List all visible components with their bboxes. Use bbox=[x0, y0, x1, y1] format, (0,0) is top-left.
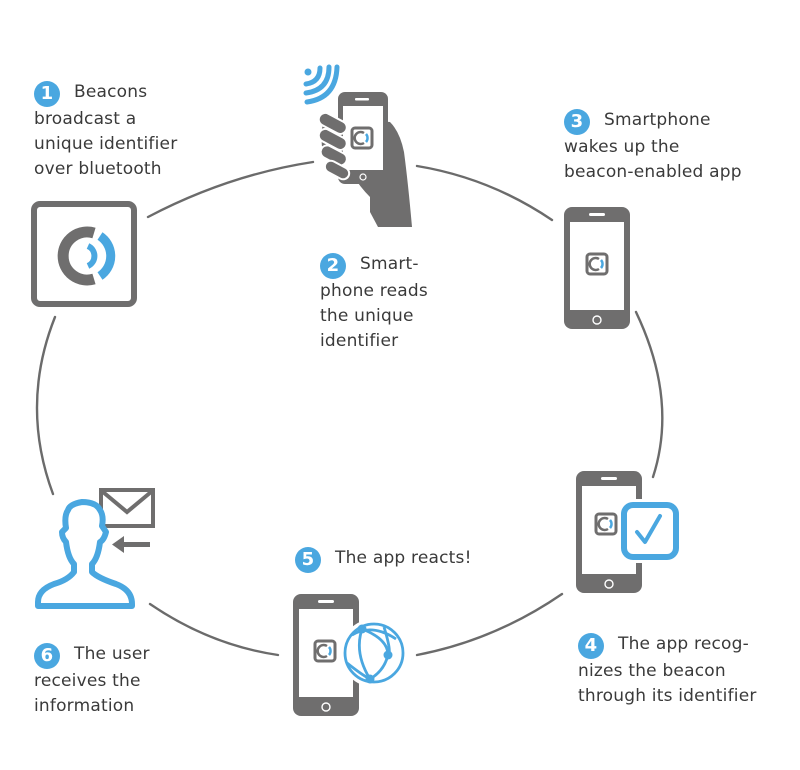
step-5-line: The app reacts! bbox=[335, 548, 472, 568]
envelope-icon bbox=[99, 488, 155, 528]
connector-5-to-6 bbox=[148, 602, 280, 657]
step-4-line: The app recog- bbox=[618, 634, 749, 654]
step-badge-6: 6 bbox=[34, 643, 60, 669]
step-3-line: wakes up the bbox=[564, 137, 680, 157]
step-badge-5: 5 bbox=[295, 547, 321, 573]
step-1-line: unique identifier bbox=[34, 134, 178, 154]
step-4-line: through its identifier bbox=[578, 686, 757, 706]
step-4-text: 4 The app recog- nizes the beacon through… bbox=[578, 632, 757, 709]
step-2-text: 2 Smart- phone reads the unique identifie… bbox=[320, 252, 428, 354]
step-6-line: receives the bbox=[34, 671, 141, 691]
step-3-line: beacon-enabled app bbox=[564, 162, 742, 182]
arrow-left-icon bbox=[112, 536, 150, 553]
connector-2-to-3 bbox=[415, 164, 554, 222]
step-1-line: broadcast a bbox=[34, 109, 137, 129]
hand-holding-phone-icon bbox=[303, 64, 412, 227]
signal-waves-icon bbox=[303, 64, 340, 105]
step-2-line: the unique bbox=[320, 306, 414, 326]
step-2-line: phone reads bbox=[320, 281, 428, 301]
connector-6-to-1 bbox=[35, 315, 57, 496]
step-1-line: Beacons bbox=[74, 82, 148, 102]
step-1-text: 1 Beacons broadcast a unique identifier o… bbox=[34, 80, 177, 182]
step-badge-4: 4 bbox=[578, 633, 604, 659]
step-badge-3: 3 bbox=[564, 109, 590, 135]
step-2-line: identifier bbox=[320, 331, 399, 351]
step-6-line: information bbox=[34, 696, 135, 716]
step-5-text: 5 The app reacts! bbox=[295, 546, 472, 573]
step-badge-2: 2 bbox=[320, 253, 346, 279]
step-4-line: nizes the beacon bbox=[578, 661, 726, 681]
user-receives-mail-icon bbox=[35, 488, 155, 609]
step-badge-1: 1 bbox=[34, 81, 60, 107]
connector-3-to-4 bbox=[634, 310, 664, 479]
smartphone-checkmark-icon bbox=[576, 471, 682, 593]
step-2-line: Smart- bbox=[360, 254, 419, 274]
step-3-text: 3 Smartphone wakes up the beacon-enabled … bbox=[564, 108, 742, 185]
smartphone-icon bbox=[564, 207, 630, 329]
smartphone-network-globe-icon bbox=[293, 594, 408, 716]
step-3-line: Smartphone bbox=[604, 110, 711, 130]
step-6-line: The user bbox=[74, 644, 150, 664]
user-silhouette-icon bbox=[35, 499, 135, 609]
beacon-icon bbox=[31, 201, 137, 307]
connector-1-to-2 bbox=[146, 160, 315, 219]
step-6-text: 6 The user receives the information bbox=[34, 642, 150, 719]
step-1-line: over bluetooth bbox=[34, 159, 162, 179]
connector-4-to-5 bbox=[415, 592, 564, 657]
